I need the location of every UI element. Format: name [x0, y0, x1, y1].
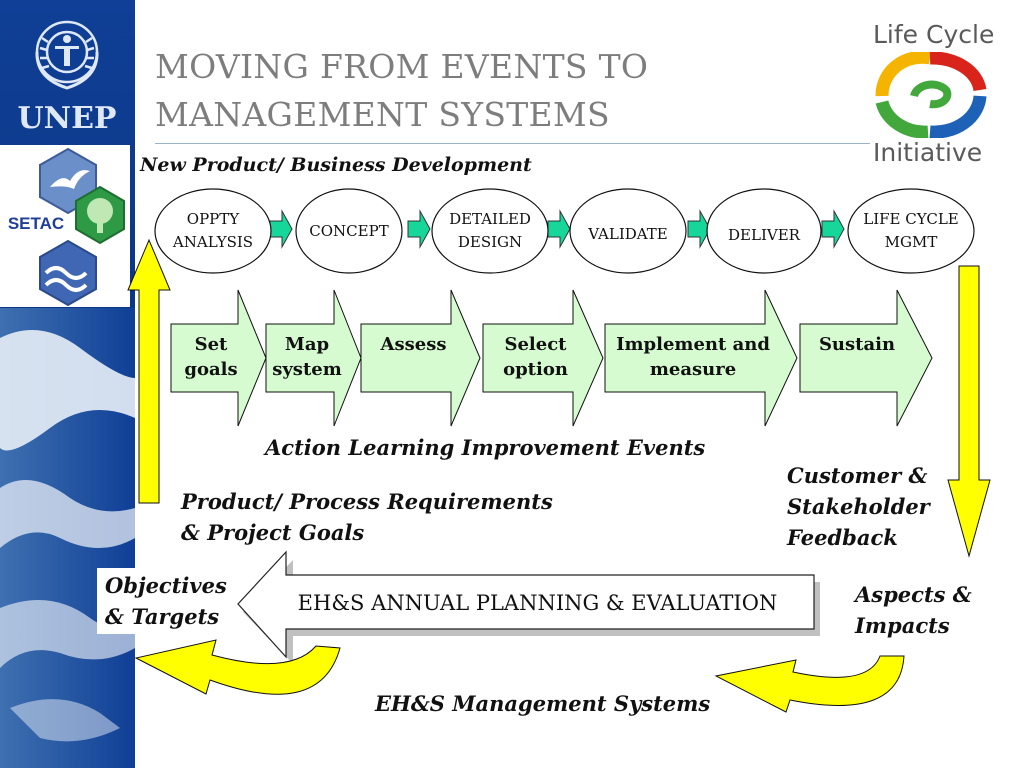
step-arrow-sustain	[799, 289, 933, 427]
title-divider	[155, 143, 870, 144]
connector-arrow-1	[269, 209, 293, 249]
lci-logo-icon	[875, 52, 987, 138]
waves-icon	[44, 266, 88, 292]
connector-arrow-3	[547, 209, 571, 249]
unep-text: UNEP	[17, 101, 116, 136]
connector-arrow-5	[821, 209, 845, 249]
yellow-down-arrow	[947, 265, 991, 558]
planning-arrow	[237, 550, 815, 659]
planning-label: EH&S ANNUAL PLANNING & EVALUATION	[297, 591, 778, 615]
connector-arrow-4	[687, 209, 711, 249]
stage-oval-validate	[569, 188, 687, 274]
setac-text: SETAC	[8, 214, 64, 233]
slide-title-line2: MANAGEMENT SYSTEMS	[155, 95, 610, 134]
stage-label-deliver: DELIVER	[728, 226, 800, 245]
requirements-label: Product/ Process Requirements & Project …	[181, 489, 553, 545]
step-label-sustain: Sustain	[818, 334, 896, 355]
stage-label-concept: CONCEPT	[309, 222, 389, 241]
curved-arrow-right-icon	[714, 655, 905, 713]
slide-title-line1: MOVING FROM EVENTS TO	[155, 47, 649, 86]
events-label: Action Learning Improvement Events	[265, 435, 706, 460]
stage-oval-design	[431, 188, 549, 274]
stage-oval-concept	[295, 188, 403, 274]
lci-text-line2: Initiative	[873, 138, 983, 167]
earth-image	[0, 308, 135, 768]
unep-emblem-icon	[35, 20, 99, 90]
stage-label-validate: VALIDATE	[588, 225, 668, 244]
setac-logo: SETAC	[0, 145, 130, 307]
new-product-label: New Product/ Business Development	[140, 154, 532, 176]
step-arrow-implement	[604, 289, 798, 427]
feedback-label: Customer & Stakeholder Feedback	[787, 463, 930, 550]
systems-label: EH&S Management Systems	[375, 691, 711, 716]
lci-text-line1: Life Cycle	[873, 20, 995, 49]
bird-icon	[50, 170, 90, 189]
aspects-label: Aspects & Impacts	[855, 582, 972, 638]
unep-logo: UNEP	[17, 20, 117, 136]
stage-oval-oppty	[154, 188, 272, 274]
stage-oval-lcm	[847, 188, 975, 274]
step-arrow-select-option	[482, 289, 604, 427]
yellow-up-arrow	[127, 238, 171, 504]
stage-oval-deliver	[706, 188, 822, 274]
tree-icon	[87, 198, 113, 224]
connector-arrow-2	[407, 209, 431, 249]
step-arrow-assess	[360, 289, 481, 427]
objectives-box	[97, 568, 229, 634]
step-label-assess: Assess	[380, 334, 447, 355]
unep-figure-icon	[55, 35, 79, 66]
objectives-label: Objectives & Targets	[105, 573, 227, 629]
step-arrow-set-goals	[170, 289, 267, 427]
curved-arrow-left-icon	[134, 639, 341, 695]
step-arrow-map-system	[265, 289, 362, 427]
